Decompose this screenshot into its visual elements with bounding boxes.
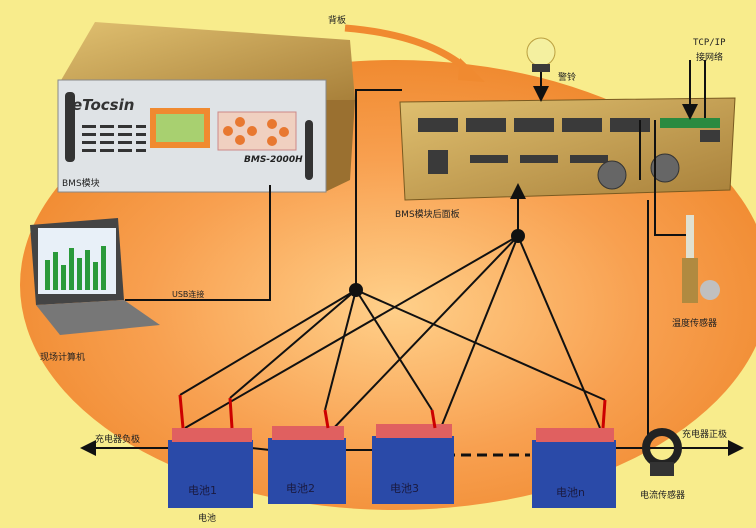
battery-n [532, 399, 616, 508]
current-sensor [642, 428, 682, 476]
computer-label: 现场计算机 [40, 353, 86, 363]
junction-node [511, 229, 525, 243]
junction-node [349, 283, 363, 297]
temperature-sensor [682, 215, 720, 303]
backplane-label: 背板 [328, 16, 347, 26]
bms-rear-panel-label: BMS模块后面板 [395, 210, 460, 220]
temp-sensor-label: 温度传感器 [672, 319, 718, 329]
current-sensor-label: 电流传感器 [640, 491, 686, 501]
laptop [30, 218, 160, 335]
battery-3 [372, 409, 454, 504]
alarm-bell-label: 警铃 [558, 73, 577, 83]
charger-positive-label: 充电器正极 [682, 430, 728, 440]
model-label: BMS-2000H [244, 155, 303, 165]
bms-rear-panel [399, 97, 736, 201]
battery-2-label: 电池2 [286, 482, 315, 495]
charger-negative-label: 充电器负极 [95, 435, 141, 445]
battery-2 [268, 409, 346, 504]
bms-module-label: BMS模块 [62, 179, 100, 189]
battery-3-label: 电池3 [390, 482, 419, 495]
battery-group-label: 电池 [198, 514, 217, 524]
tcpip-label: TCP/IP [693, 38, 726, 48]
battery-1-label: 电池1 [188, 484, 217, 497]
alarm-bell-icon [526, 37, 556, 72]
brand-logo: eTocsin [72, 96, 135, 114]
battery-1 [168, 394, 253, 508]
battery-n-label: 电池n [556, 486, 585, 499]
usb-label: USB连接 [172, 290, 205, 299]
bms-module [57, 22, 355, 193]
network-label: 接网络 [696, 53, 724, 63]
